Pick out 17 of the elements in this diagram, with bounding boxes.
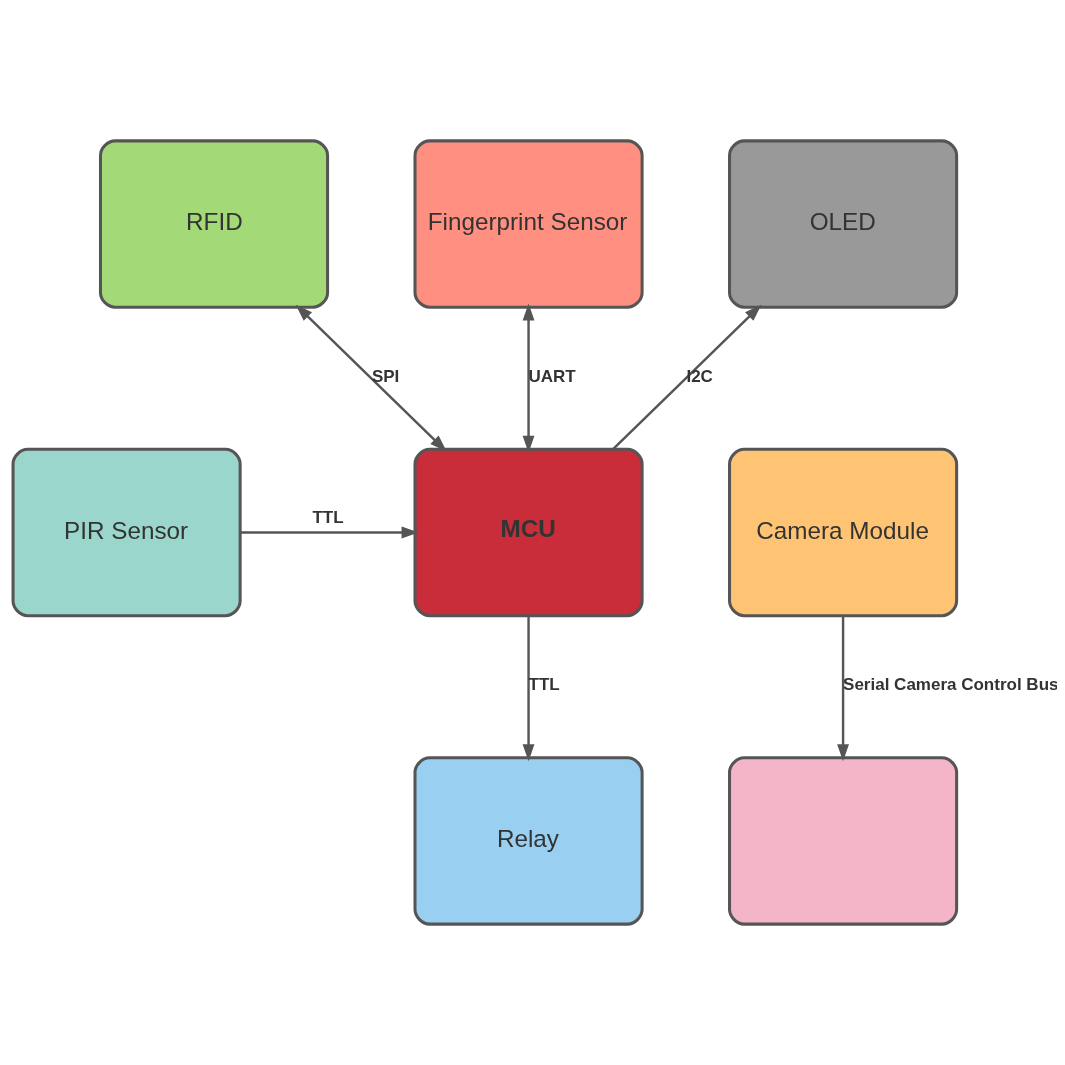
node-box: MCU <box>413 447 644 618</box>
node-box <box>728 756 959 926</box>
node-box: Relay <box>413 756 644 926</box>
arrow <box>522 303 535 453</box>
node-box: Camera Module <box>728 447 959 618</box>
node-box: RFID <box>98 139 330 309</box>
node-box: OLED <box>728 139 959 309</box>
arrow <box>522 615 535 762</box>
node-box: Fingerprint Sensor <box>413 139 644 309</box>
node-box: PIR Sensor <box>11 447 242 618</box>
edge-label: TTL <box>312 508 344 528</box>
arrow <box>295 304 447 452</box>
arrow <box>240 526 419 539</box>
edge-label: I2C <box>686 366 713 386</box>
arrow <box>837 615 850 762</box>
arrow <box>612 304 762 450</box>
edge-label: SPI <box>371 366 400 386</box>
